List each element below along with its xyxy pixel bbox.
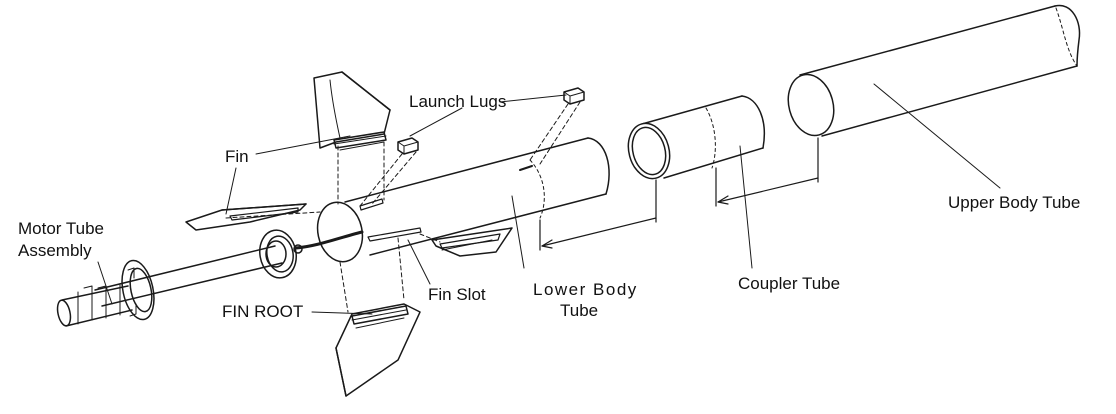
assembly-guides [225,101,581,313]
label-lower-body-line1: Lower Body [533,280,638,299]
fin-upper [313,71,391,151]
launch-lug-1 [563,87,585,105]
fin-left [185,203,307,231]
label-lower-body-line2: Tube [560,301,599,320]
label-motor-tube-line1: Motor Tube [18,219,104,238]
upper-body-tube [787,4,1081,137]
label-coupler-tube: Coupler Tube [738,274,841,293]
label-motor-tube-line2: Assembly [18,241,92,260]
label-launch-lugs: Launch Lugs [409,92,507,111]
coupler-tube [627,95,765,180]
label-fin-root: FIN ROOT [222,302,304,321]
label-fin-slot: Fin Slot [428,285,486,304]
leader-lines [97,83,1001,315]
label-fin: Fin [225,147,249,166]
launch-lug-2 [397,137,419,155]
fin-lower [335,303,421,397]
dimension-lines [539,137,819,251]
fin-right [431,227,513,257]
label-upper-body-tube: Upper Body Tube [948,193,1081,212]
motor-tube-assembly [56,229,364,327]
lower-body-tube [316,137,610,263]
